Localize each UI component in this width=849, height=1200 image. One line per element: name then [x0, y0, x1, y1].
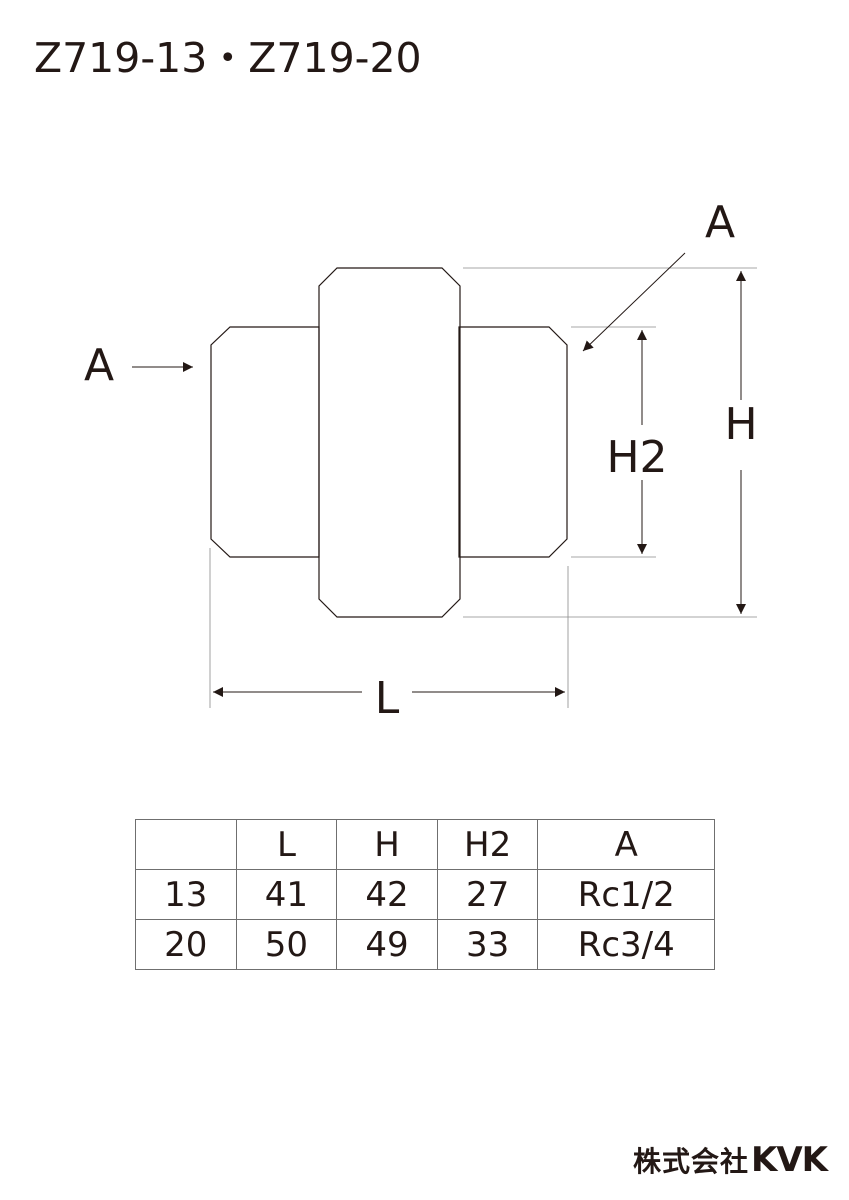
table-cell: 13 [135, 869, 237, 920]
table-header-cell: A [537, 819, 715, 870]
h2-label: H2 [606, 432, 667, 483]
table-header-cell: H [336, 819, 438, 870]
table-header-cell [135, 819, 237, 870]
table-cell: 20 [135, 919, 237, 970]
a-right-arrow [582, 252, 686, 352]
table-cell: Rc1/2 [537, 869, 715, 920]
table-cell: 42 [336, 869, 438, 920]
table-cell: Rc3/4 [537, 919, 715, 970]
table-header-cell: H2 [436, 819, 539, 870]
table-header-cell: L [235, 819, 338, 870]
a-left-label: A [84, 340, 114, 391]
fitting-right-section [458, 326, 568, 558]
a-right-label: A [705, 197, 735, 248]
table-cell: 49 [336, 919, 438, 970]
fitting-center-nut [318, 267, 461, 618]
table-row: 20 50 49 33 Rc3/4 [135, 919, 715, 970]
kvk-logo: KVK [750, 1140, 828, 1180]
spec-table: L H H2 A 13 41 42 27 Rc1/2 20 50 49 33 R… [135, 819, 715, 970]
table-cell: 33 [436, 919, 539, 970]
fitting-left-section [210, 326, 320, 558]
table-row: 13 41 42 27 Rc1/2 [135, 869, 715, 920]
h-label: H [724, 399, 757, 450]
table-cell: 27 [436, 869, 539, 920]
table-cell: 50 [235, 919, 338, 970]
l-label: L [375, 673, 400, 724]
fitting-drawing: H H2 L A A [84, 197, 758, 724]
company-name: 株式会社 [632, 1145, 749, 1178]
table-header-row: L H H2 A [135, 819, 715, 870]
page-title: Z719-13・Z719-20 [34, 34, 422, 82]
table-cell: 41 [235, 869, 338, 920]
brand-logo: 株式会社 KVK [632, 1140, 828, 1180]
